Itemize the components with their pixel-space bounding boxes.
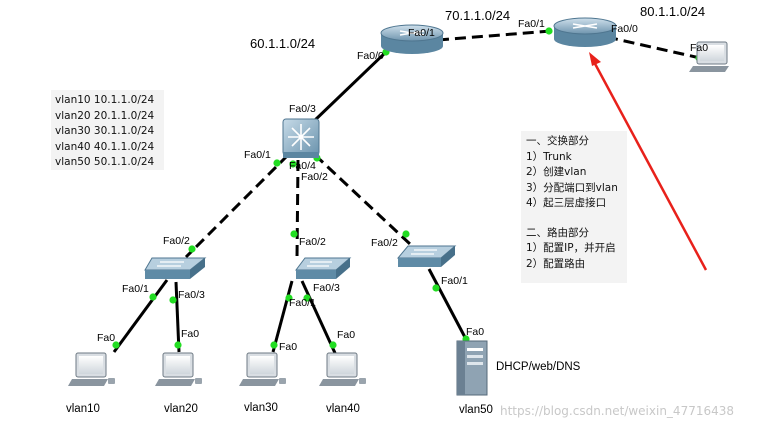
vlan-subnet-row: vlan20 20.1.1.0/24: [55, 109, 155, 122]
switch-icon[interactable]: [144, 257, 207, 279]
notes-item: 2）配置路由: [526, 257, 586, 270]
link-sw2-pc-vlan40: [300, 280, 337, 354]
status-dot: [545, 27, 553, 35]
port-label: Fa0/2: [163, 235, 190, 247]
status-dot: [270, 341, 278, 349]
vlan-subnet-table: vlan10 10.1.1.0/24 vlan20 20.1.1.0/24 vl…: [51, 90, 164, 170]
server-icon[interactable]: [456, 340, 488, 396]
pc-icon[interactable]: [155, 352, 202, 386]
link-router2-pc: [606, 35, 701, 60]
link-sw1-pc-vlan20: [174, 281, 181, 353]
status-dot: [432, 284, 440, 292]
link-router1-l3switch: [311, 50, 388, 124]
link-sw1-pc-vlan10: [112, 279, 169, 353]
notes-item: 4）起三层虚接口: [526, 197, 607, 209]
port-label: Fa0: [279, 341, 297, 353]
annotation-arrow: [589, 52, 708, 271]
notes-item: 3）分配端口到vlan: [526, 181, 618, 194]
notes-spacer: [526, 212, 627, 226]
pc-icon[interactable]: [319, 352, 366, 386]
network-label: 60.1.1.0/24: [250, 36, 315, 51]
status-dot: [290, 230, 298, 238]
host-label: vlan10: [66, 403, 100, 415]
status-dot: [188, 245, 196, 253]
port-label: Fa0/1: [408, 27, 435, 39]
status-dot: [149, 293, 157, 301]
port-label: Fa0/1: [441, 275, 468, 287]
pc-icon[interactable]: [239, 352, 286, 386]
notes-item: 2）创建vlan: [526, 166, 587, 178]
link-sw3-server: [427, 268, 470, 344]
status-dot: [303, 294, 311, 302]
port-label: Fa0: [690, 42, 708, 54]
port-label: Fa0/3: [178, 289, 205, 301]
status-dot: [329, 341, 337, 349]
network-label: 80.1.1.0/24: [640, 4, 705, 19]
vlan-subnet-row: vlan40 40.1.1.0/24: [55, 140, 155, 153]
host-label: vlan20: [164, 403, 198, 415]
port-label: Fa0: [466, 326, 484, 338]
switch-icon[interactable]: [295, 257, 352, 279]
router-icon[interactable]: [380, 24, 444, 54]
host-label: vlan30: [244, 402, 278, 414]
router-icon[interactable]: [553, 17, 617, 47]
links: [112, 29, 701, 354]
status-dot: [289, 160, 297, 168]
link-l3switch-sw1: [184, 153, 290, 259]
port-label: Fa0: [181, 328, 199, 340]
port-label: Fa0/3: [313, 282, 340, 294]
switch-icon[interactable]: [396, 245, 457, 267]
network-label: 70.1.1.0/24: [445, 8, 510, 23]
port-label: Fa0/2: [371, 237, 398, 249]
port-label: Fa0/3: [289, 103, 316, 115]
watermark: https://blog.csdn.net/weixin_47716438: [500, 404, 735, 418]
host-label: vlan40: [326, 403, 360, 415]
pc-icon[interactable]: [68, 352, 115, 386]
link-router1-router2: [437, 29, 552, 42]
status-dot: [273, 159, 281, 167]
port-label: Fa0/1: [122, 283, 149, 295]
status-dot: [174, 341, 182, 349]
status-dot: [112, 341, 120, 349]
port-label: Fa0/2: [299, 236, 326, 248]
vlan-subnet-row: vlan30 30.1.1.0/24: [55, 125, 155, 137]
link-l3switch-sw3: [313, 153, 412, 246]
port-label: Fa0/1: [244, 149, 271, 161]
port-label: Fa0: [97, 332, 115, 344]
vlan-subnet-row: vlan10 10.1.1.0/24: [55, 94, 155, 106]
port-label: Fa0/0: [611, 23, 638, 35]
notes-section-title: 二、路由部分: [526, 226, 589, 239]
status-dot: [169, 296, 177, 304]
port-label: Fa0/4: [289, 160, 316, 172]
link-l3switch-sw2: [295, 159, 300, 259]
notes-item: 1）配置IP，并开启: [526, 242, 616, 254]
link-sw2-pc-vlan30: [271, 280, 294, 353]
port-label: Fa0/0: [357, 50, 384, 62]
port-label: Fa0/1: [289, 297, 316, 309]
port-label: Fa0/1: [518, 18, 545, 30]
notes-item: 1）Trunk: [526, 150, 572, 163]
pc-icon[interactable]: [689, 41, 729, 72]
notes-section-title: 一、交换部分: [526, 135, 589, 147]
multilayer-switch-icon[interactable]: [282, 118, 320, 158]
status-dot: [285, 294, 293, 302]
task-notes: 一、交换部分 1）Trunk 2）创建vlan 3）分配端口到vlan 4）起三…: [521, 131, 627, 283]
port-label: Fa0/2: [301, 171, 328, 183]
port-label: Fa0: [337, 329, 355, 341]
vlan-subnet-row: vlan50 50.1.1.0/24: [55, 156, 155, 168]
host-label: vlan50: [459, 404, 493, 416]
host-label: DHCP/web/DNS: [496, 361, 581, 373]
status-dot: [402, 230, 410, 238]
